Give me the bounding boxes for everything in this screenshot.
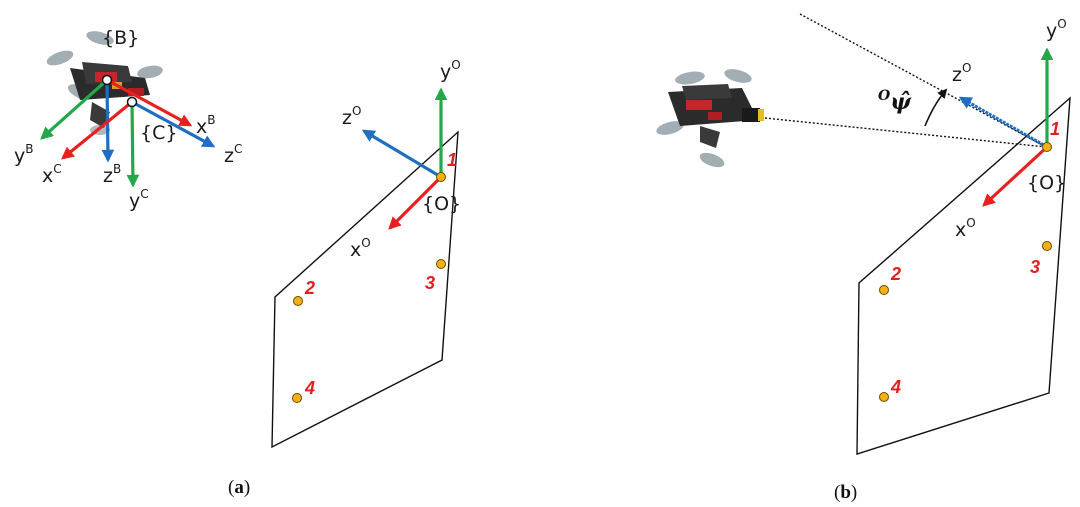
drone-b-image	[656, 69, 764, 168]
xO-axis-a	[388, 175, 443, 230]
origin-C-dot	[126, 96, 138, 108]
target-plane-a	[271, 130, 459, 449]
label-zO-a: zO	[342, 104, 361, 129]
frame-B-label: {B}	[102, 27, 139, 49]
marker-4-a	[292, 393, 302, 403]
label-yO-a: yO	[440, 58, 461, 83]
marker-4-label-a: 4	[304, 378, 315, 398]
marker-4-b	[879, 392, 889, 402]
marker-2-a	[293, 296, 303, 306]
label-yO-b: yO	[1046, 17, 1067, 42]
marker-2-b	[879, 285, 889, 295]
yaw-angle-arc	[924, 88, 948, 127]
frame-O-label-b: {O}	[1027, 172, 1066, 194]
marker-1-a	[436, 172, 446, 182]
marker-1-label-a: 1	[447, 150, 457, 170]
yB-axis	[40, 78, 109, 140]
marker-2-label-a: 2	[304, 278, 315, 298]
marker-3-label-a: 3	[425, 273, 435, 293]
xB-axis	[106, 78, 193, 127]
marker-3-b	[1042, 241, 1052, 251]
zO-axis-b	[958, 96, 1048, 149]
panel-a: {B} {C} xB yB zB zC xC yC yO zO	[14, 27, 461, 498]
drone-a-axes	[40, 74, 216, 188]
marker-4-label-b: 4	[890, 377, 901, 397]
xC-axis	[61, 100, 134, 160]
frame-C-label: {C}	[140, 122, 177, 144]
label-xC: xC	[42, 162, 62, 187]
frame-O-label-a: {O}	[422, 193, 461, 215]
label-yC: yC	[129, 187, 149, 212]
target-plane-b	[856, 96, 1071, 455]
dotted-line-to-drone	[764, 117, 1047, 148]
dotted-line-optical-axis	[799, 13, 1047, 148]
marker-2-label-b: 2	[890, 264, 901, 284]
panel-b: Oψ̂ yO zO xO {O} 1 2 3 4 (b)	[656, 13, 1071, 503]
label-zC: zC	[224, 142, 242, 167]
zO-axis-a	[361, 129, 442, 179]
label-zB: zB	[103, 162, 121, 187]
yC-axis	[126, 101, 140, 188]
marker-1-b	[1042, 142, 1052, 152]
marker-3-label-b: 3	[1030, 257, 1040, 277]
xO-axis-b	[982, 145, 1049, 207]
marker-1-label-b: 1	[1050, 119, 1060, 139]
caption-b: (b)	[834, 482, 857, 503]
label-xO-a: xO	[350, 236, 371, 261]
label-zO-b: zO	[952, 61, 971, 86]
marker-3-a	[436, 259, 446, 269]
yaw-angle-label: Oψ̂	[878, 88, 912, 115]
caption-a: (a)	[228, 477, 250, 498]
label-xB: xB	[196, 113, 215, 138]
label-xO-b: xO	[955, 216, 976, 241]
zC-axis	[131, 100, 216, 148]
label-yB: yB	[14, 142, 33, 167]
origin-B-dot	[101, 74, 113, 86]
